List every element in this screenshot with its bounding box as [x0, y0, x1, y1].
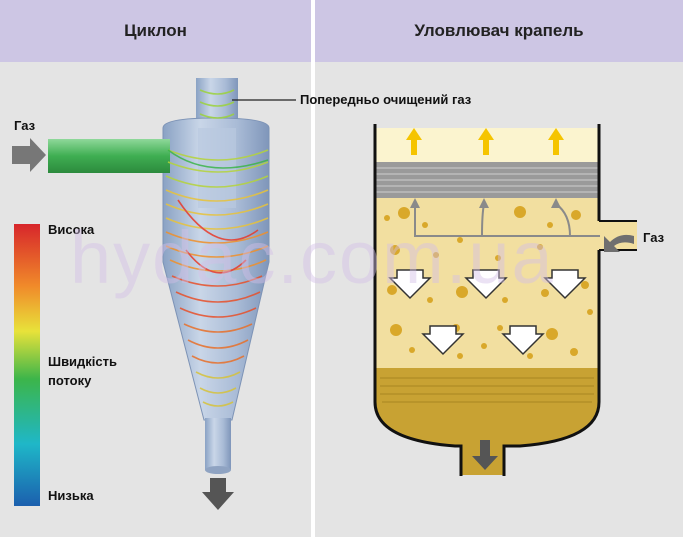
cyclone-discharge-arrow	[202, 478, 234, 510]
drain-arrow	[472, 440, 498, 470]
cyclone-body	[162, 117, 270, 421]
clean-gas-arrows	[406, 128, 564, 155]
liquid-zone	[375, 368, 599, 475]
vessel-wall	[373, 124, 601, 476]
liquid-lines	[380, 377, 594, 403]
pre-cleaned-gas-label: Попередньо очищений газ	[300, 92, 472, 107]
cyclone-diagram	[12, 78, 296, 510]
legend-low-label: Низька	[48, 488, 94, 503]
droplet-catcher-gas-inlet-arrow	[604, 234, 634, 252]
droplet-catcher-diagram	[373, 124, 637, 476]
panel-divider	[311, 0, 315, 537]
gas-flow-arrowheads	[410, 198, 561, 208]
flow-speed-legend-bar	[14, 224, 40, 506]
cyclone-gas-inlet-arrow	[12, 138, 46, 172]
cyclone-bottom-outlet	[205, 418, 231, 470]
cyclone-swirl-lines	[165, 89, 269, 407]
header-droplet-catcher: Уловлювач крапель	[315, 0, 683, 62]
legend-flow-speed-label: Швидкість потоку	[48, 354, 118, 388]
cyclone-outlet-rim	[205, 466, 231, 474]
gas-inlet-label-right: Газ	[643, 230, 665, 245]
droplet-fall-arrows	[388, 269, 587, 356]
gas-inlet-label-left: Газ	[14, 118, 36, 133]
cyclone-inlet-pipe	[48, 139, 170, 173]
header-droplet-catcher-text: Уловлювач крапель	[414, 21, 584, 40]
mesh-pattern	[375, 167, 599, 193]
header-cyclone: Циклон	[0, 0, 311, 62]
droplets	[384, 206, 593, 359]
header-cyclone-text: Циклон	[124, 21, 187, 40]
legend-high-label: Висока	[48, 222, 95, 237]
